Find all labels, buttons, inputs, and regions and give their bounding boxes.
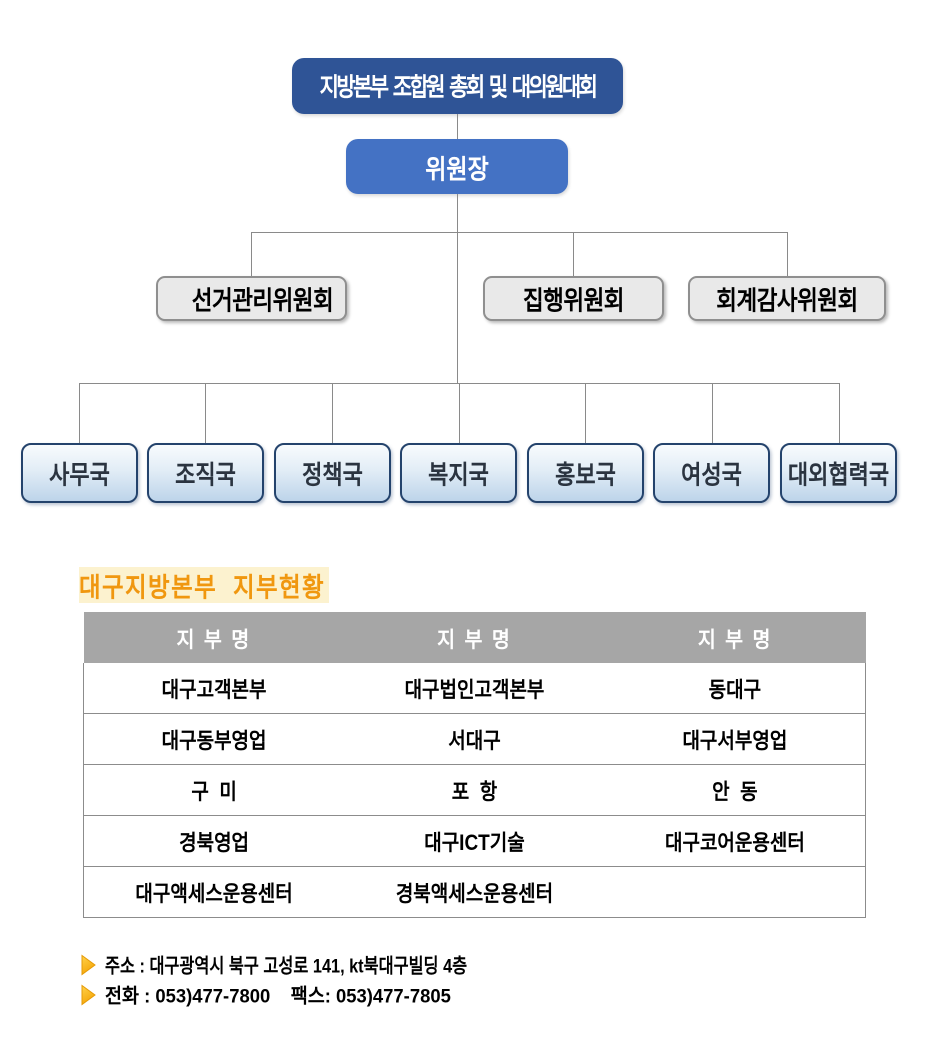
branch-cell-text: 안 동 [712, 780, 758, 805]
branch-cell: 구 미 [83, 764, 345, 816]
table-row: 대구액세스운용센터 경북액세스운용센터 [83, 866, 866, 918]
branch-table-header-row: 지 부 명 지 부 명 지 부 명 [83, 612, 866, 663]
org-chairman-box: 위원장 [346, 139, 568, 194]
branch-cell-text: 대구고객본부 [161, 678, 267, 703]
committee-label: 회계감사위원회 [716, 285, 858, 315]
section-title-text: 대구지방본부 지부현황 [79, 572, 326, 603]
table-row: 경북영업 대구ICT기술 대구코어운용센터 [83, 815, 866, 867]
branch-cell-text: 대구ICT기술 [424, 831, 525, 856]
branch-cell: 대구고객본부 [83, 663, 345, 714]
branch-cell-text: 대구코어운용센터 [664, 831, 805, 856]
connector-drop-dept-2 [205, 383, 206, 443]
branch-cell-text: 포 항 [451, 780, 498, 805]
org-root-label: 지방본부 조합원 총회 및 대의원대회 [319, 74, 598, 102]
branch-cell-text: 경북액세스운용센터 [395, 882, 554, 907]
org-root-box: 지방본부 조합원 총회 및 대의원대회 [292, 58, 623, 114]
dept-box-office: 사무국 [21, 443, 138, 503]
connector-drop-dept-5 [585, 383, 586, 443]
branch-cell-text: 대구법인고객본부 [404, 678, 545, 703]
table-row: 대구고객본부 대구법인고객본부 동대구 [83, 663, 866, 714]
branch-table-header-cell: 지 부 명 [604, 612, 866, 663]
branch-cell: 안 동 [604, 764, 866, 816]
branch-table: 지 부 명 지 부 명 지 부 명 대구고객본부 대구법인고객본부 동대구 대구… [83, 612, 866, 918]
branch-cell-text: 구 미 [191, 780, 237, 805]
branch-cell: 대구ICT기술 [344, 815, 605, 867]
header-cell-text: 지 부 명 [176, 628, 252, 653]
dept-box-policy: 정책국 [274, 443, 391, 503]
dept-box-women: 여성국 [653, 443, 770, 503]
branch-table-header-cell: 지 부 명 [83, 612, 345, 663]
dept-box-publicity: 홍보국 [527, 443, 644, 503]
connector-committees-horizontal [251, 232, 787, 233]
branch-cell-text: 경북영업 [179, 831, 250, 856]
branch-cell: 대구동부영업 [83, 713, 345, 765]
footer-phone-line: 전화 : 053)477-7800 팩스: 053)477-7805 [81, 983, 451, 1007]
section-title: 대구지방본부 지부현황 [79, 567, 330, 603]
connector-root-to-chairman [457, 114, 458, 141]
branch-cell: 경북영업 [83, 815, 345, 867]
branch-cell-text: 대구서부영업 [682, 729, 788, 754]
branch-cell-text: 대구액세스운용센터 [135, 882, 293, 907]
org-chairman-label: 위원장 [425, 153, 489, 184]
footer-phone-text: 전화 : 053)477-7800 팩스: 053)477-7805 [105, 984, 451, 1007]
branch-cell: 대구법인고객본부 [344, 663, 605, 714]
branch-cell: 동대구 [604, 663, 866, 714]
branch-table-header-cell: 지 부 명 [344, 612, 605, 663]
branch-cell: 경북액세스운용센터 [344, 866, 605, 918]
connector-drop-dept-1 [79, 383, 80, 443]
dept-label: 여성국 [681, 460, 742, 490]
dept-box-welfare: 복지국 [400, 443, 517, 503]
connector-drop-dept-7 [839, 383, 840, 443]
branch-cell: 포 항 [344, 764, 605, 816]
arrow-bullet-icon [81, 984, 96, 1005]
connector-drop-dept-4 [459, 383, 460, 443]
dept-label: 대외협력국 [787, 460, 890, 490]
committee-label: 집행위원회 [522, 285, 625, 315]
arrow-bullet-icon [81, 954, 96, 975]
connector-drop-committee-1 [251, 232, 252, 276]
footer-address-text: 주소 : 대구광역시 북구 고성로 141, kt북대구빌딩 4층 [105, 954, 468, 977]
table-row: 구 미 포 항 안 동 [83, 764, 866, 816]
branch-cell-text: 동대구 [708, 678, 762, 703]
branch-cell: 대구액세스운용센터 [83, 866, 345, 918]
connector-drop-committee-3 [787, 232, 788, 276]
dept-label: 조직국 [175, 460, 236, 490]
committee-box-election: 선거관리위원회 [156, 276, 347, 321]
table-row: 대구동부영업 서대구 대구서부영업 [83, 713, 866, 765]
connector-spine [457, 194, 458, 384]
branch-cell [604, 866, 866, 918]
header-cell-text: 지 부 명 [437, 628, 512, 653]
committee-label: 선거관리위원회 [191, 285, 334, 315]
branch-cell: 대구코어운용센터 [604, 815, 866, 867]
branch-cell-text: 서대구 [448, 729, 501, 754]
branch-cell: 서대구 [344, 713, 605, 765]
dept-label: 복지국 [428, 460, 489, 490]
branch-cell-text: 대구동부영업 [161, 729, 267, 754]
dept-box-external: 대외협력국 [780, 443, 897, 503]
branch-cell: 대구서부영업 [604, 713, 866, 765]
connector-drop-dept-6 [712, 383, 713, 443]
committee-box-audit: 회계감사위원회 [688, 276, 886, 321]
committee-box-executive: 집행위원회 [483, 276, 664, 321]
header-cell-text: 지 부 명 [697, 628, 773, 653]
connector-drop-committee-2 [573, 232, 574, 276]
connector-drop-dept-3 [332, 383, 333, 443]
dept-label: 사무국 [49, 460, 110, 490]
dept-label: 정책국 [302, 460, 363, 490]
dept-label: 홍보국 [555, 460, 616, 490]
footer-address-line: 주소 : 대구광역시 북구 고성로 141, kt북대구빌딩 4층 [81, 953, 505, 977]
dept-box-organization: 조직국 [147, 443, 264, 503]
